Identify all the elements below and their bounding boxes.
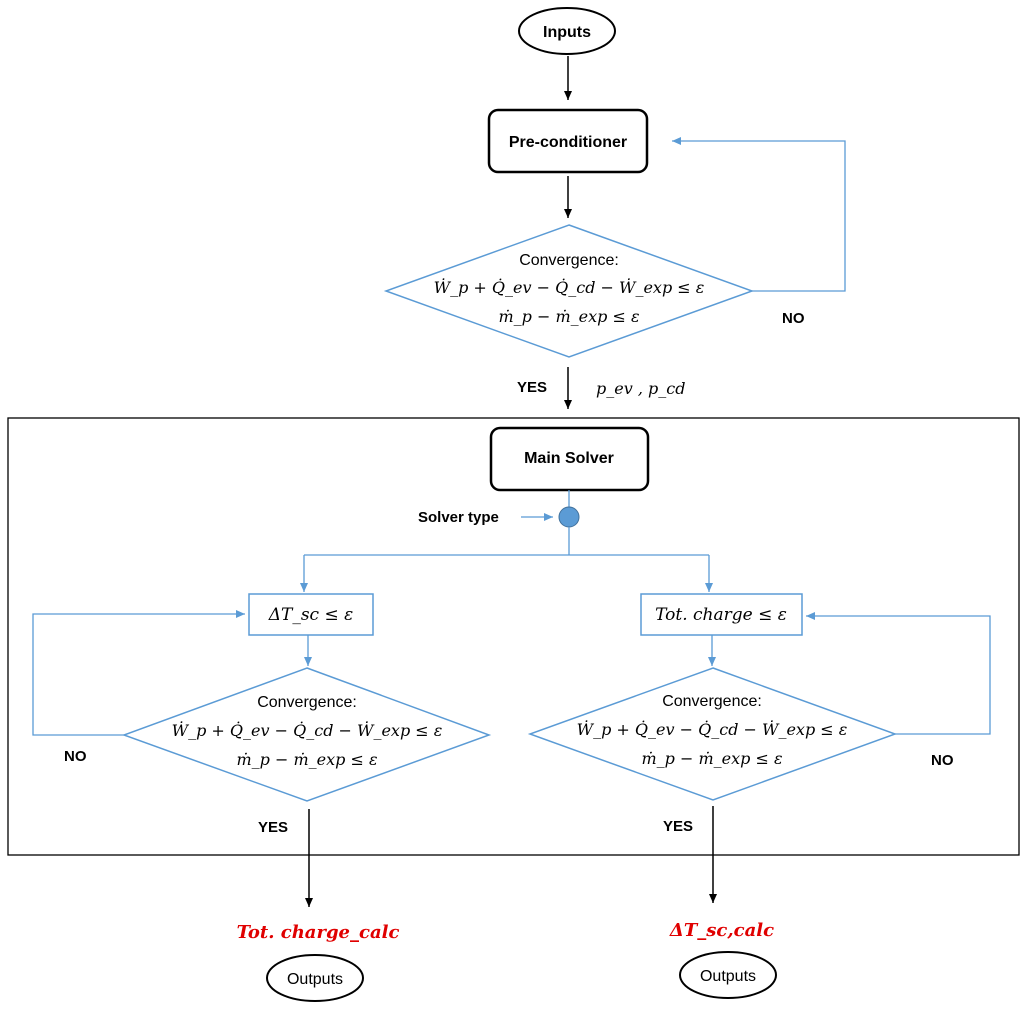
top-convergence-mass-eq: ṁ_p − ṁ_exp ≤ ε	[498, 307, 639, 326]
right-no-label: NO	[931, 752, 954, 769]
left-convergence-mass-eq: ṁ_p − ṁ_exp ≤ ε	[236, 750, 377, 769]
right-result-label: ΔT_sc,calc	[669, 920, 774, 941]
main-solver-frame	[7, 417, 1020, 856]
left-no-loop	[32, 610, 245, 736]
solver-type-label: Solver type	[418, 509, 499, 526]
right-no-loop	[806, 612, 991, 735]
left-convergence-title: Convergence:	[257, 694, 357, 711]
preconditioner-label: Pre-conditioner	[509, 134, 627, 151]
top-convergence-title: Convergence:	[519, 252, 619, 269]
inputs-label: Inputs	[543, 24, 591, 41]
top-yes-label: YES	[517, 379, 547, 396]
right-convergence-diamond	[527, 667, 898, 801]
right-outputs-label: Outputs	[700, 968, 756, 985]
left-result-label: Tot. charge_calc	[237, 922, 400, 943]
top-convergence-energy-eq: Ẇ_p + Q̇_ev − Q̇_cd − Ẇ_exp ≤ ε	[434, 277, 705, 297]
left-yes-label: YES	[258, 819, 288, 836]
left-outputs-node	[266, 954, 364, 1002]
top-convergence-diamond	[383, 224, 755, 358]
top-no-label: NO	[782, 310, 805, 327]
right-convergence-title: Convergence:	[662, 693, 762, 710]
left-no-label: NO	[64, 748, 87, 765]
right-convergence-mass-eq: ṁ_p − ṁ_exp ≤ ε	[641, 749, 782, 768]
preconditioner-node	[487, 108, 649, 174]
right-criterion-label: Tot. charge ≤ ε	[655, 605, 787, 625]
left-convergence-diamond	[121, 667, 492, 802]
right-convergence-energy-eq: Ẇ_p + Q̇_ev − Q̇_cd − Ẇ_exp ≤ ε	[577, 719, 848, 739]
left-criterion-label: ΔT_sc ≤ ε	[268, 605, 354, 625]
pressures-label: p_ev , p_cd	[596, 379, 685, 398]
right-outputs-node	[679, 951, 777, 999]
right-criterion-box	[640, 593, 803, 636]
solver-type-node	[558, 506, 580, 528]
top-no-loop	[672, 137, 846, 292]
main-solver-label: Main Solver	[524, 450, 614, 467]
left-outputs-label: Outputs	[287, 971, 343, 988]
left-convergence-energy-eq: Ẇ_p + Q̇_ev − Q̇_cd − Ẇ_exp ≤ ε	[172, 720, 443, 740]
right-yes-label: YES	[663, 818, 693, 835]
inputs-node	[518, 7, 616, 55]
left-criterion-box	[248, 593, 374, 636]
